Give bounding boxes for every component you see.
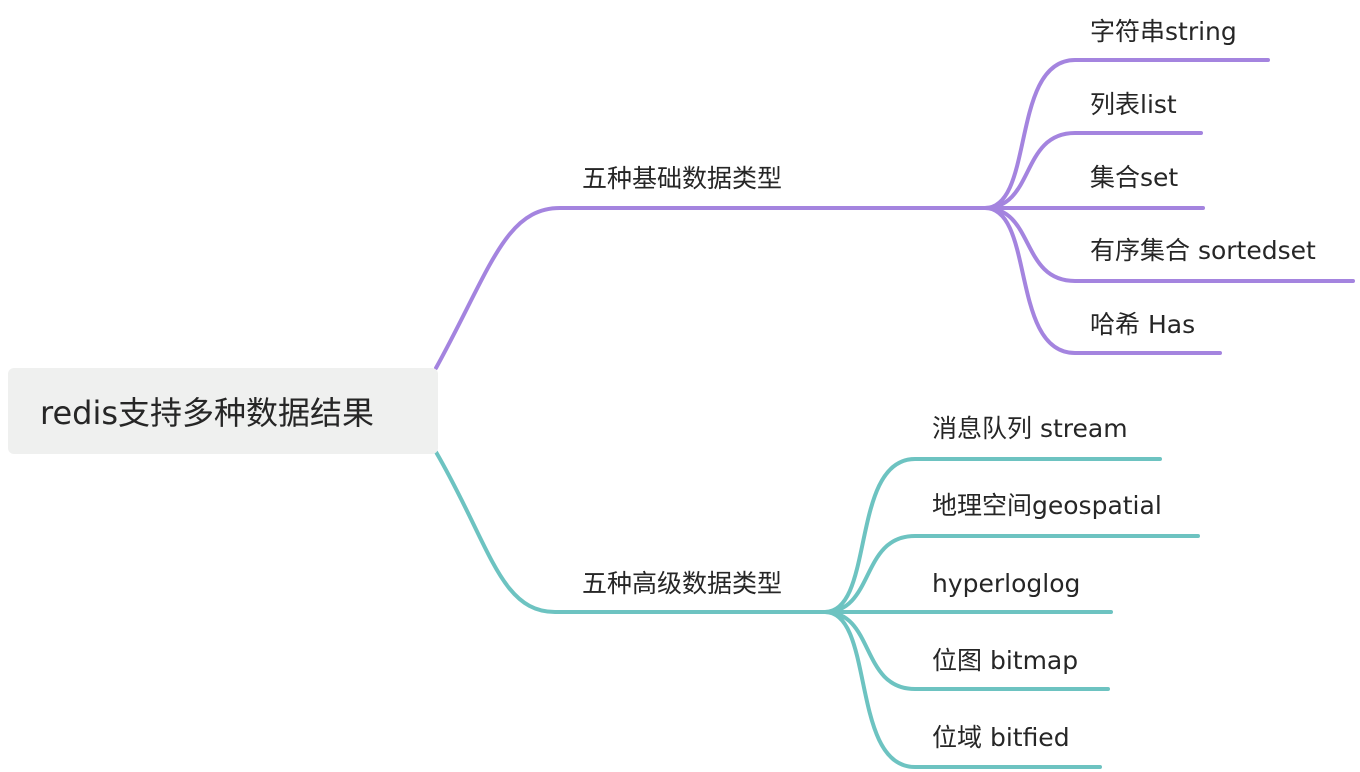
leaf-label-string[interactable]: 字符串string [1090, 17, 1237, 46]
leaf-label-stream[interactable]: 消息队列 stream [932, 414, 1128, 443]
connector-basic-hash [983, 206, 1222, 355]
leaf-label-list[interactable]: 列表list [1090, 90, 1177, 119]
connector-root-to-advanced [434, 450, 827, 614]
root-label: redis支持多种数据结果 [40, 394, 375, 432]
leaf-connectors-basic [983, 58, 1355, 355]
leaf-label-geospatial[interactable]: 地理空间geospatial [932, 491, 1162, 520]
leaf-label-bitfield[interactable]: 位域 bitfied [932, 723, 1070, 752]
connector-basic-string [983, 58, 1270, 210]
connector-root-to-basic [434, 206, 987, 370]
branch-label-advanced[interactable]: 五种高级数据类型 [582, 569, 783, 598]
leaf-connectors-advanced [823, 457, 1200, 769]
leaf-label-hyperloglog[interactable]: hyperloglog [932, 569, 1081, 598]
connector-advanced-bitfield [823, 610, 1102, 769]
connector-advanced-stream [823, 457, 1162, 614]
root-node[interactable]: redis支持多种数据结果 [8, 368, 438, 454]
leaf-label-sortedset[interactable]: 有序集合 sortedset [1090, 236, 1316, 265]
leaf-label-bitmap[interactable]: 位图 bitmap [932, 646, 1079, 675]
branch-connectors [434, 206, 987, 614]
branch-label-basic[interactable]: 五种基础数据类型 [582, 164, 783, 193]
connector-advanced-geospatial [823, 534, 1200, 614]
connector-basic-sortedset [983, 206, 1355, 283]
connector-advanced-bitmap [823, 610, 1110, 691]
connector-basic-list [983, 131, 1203, 210]
leaf-label-set[interactable]: 集合set [1090, 163, 1179, 192]
leaf-label-hash[interactable]: 哈希 Has [1090, 310, 1196, 339]
